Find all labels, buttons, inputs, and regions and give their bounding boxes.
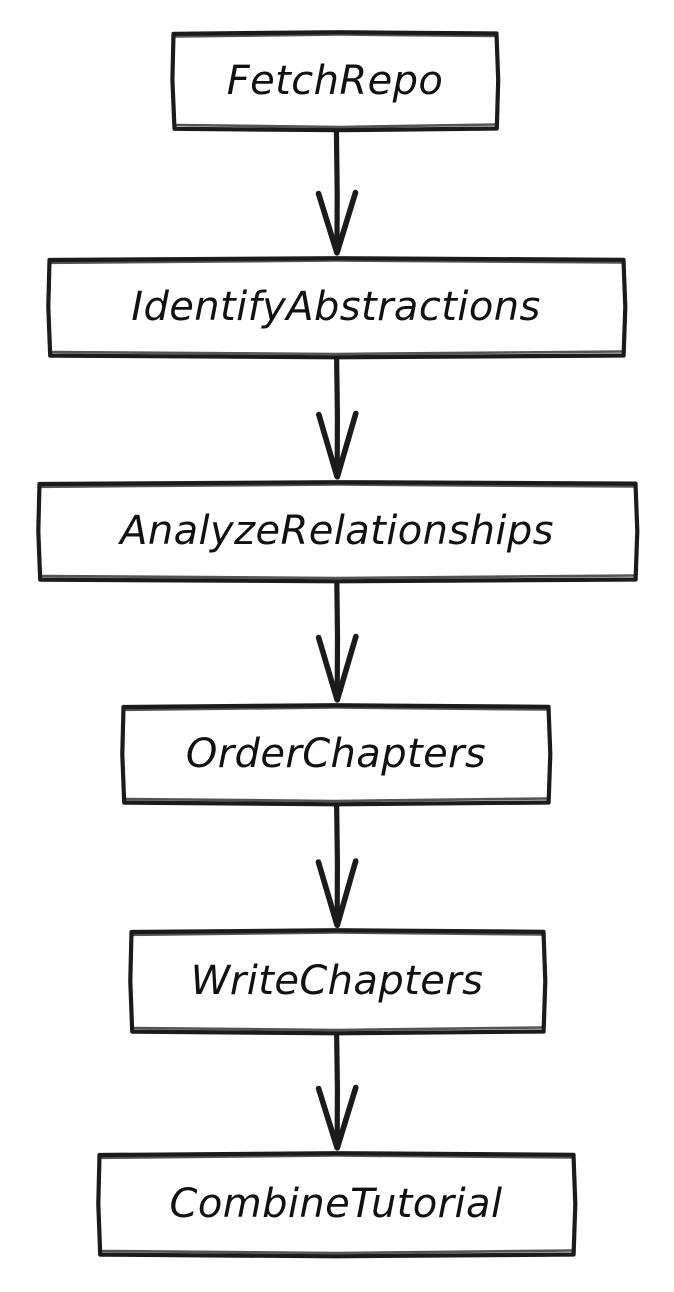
node-order-chapters[interactable]: OrderChapters [120, 703, 553, 807]
node-label: FetchRepo [227, 58, 444, 104]
node-outline-sketch [124, 706, 549, 803]
edge-group [315, 127, 359, 1151]
arrowhead-icon [315, 633, 359, 703]
node-identify-abstractions[interactable]: IdentifyAbstractions [46, 256, 628, 360]
node-label: AnalyzeRelationships [117, 508, 554, 554]
edge-line [334, 577, 341, 697]
node-outline [36, 480, 640, 584]
edge-line [333, 127, 340, 250]
node-outline [128, 928, 548, 1036]
node-outline-sketch [50, 259, 624, 356]
node-outline-sketch [40, 483, 636, 580]
node-outline [120, 703, 553, 807]
arrowhead-icon [315, 858, 359, 929]
edge-fetch-repo-to-identify-abstractions [315, 127, 359, 256]
arrowhead-icon [315, 189, 359, 256]
edge-identify-abstractions-to-analyze-relationships [316, 354, 359, 480]
node-analyze-relationships[interactable]: AnalyzeRelationships [36, 480, 640, 584]
node-label: CombineTutorial [170, 1181, 503, 1227]
node-combine-tutorial[interactable]: CombineTutorial [96, 1151, 578, 1259]
node-outline [96, 1151, 578, 1259]
node-outline [46, 256, 628, 360]
edge-line [334, 800, 340, 923]
node-outline-sketch [174, 33, 497, 129]
node-label: IdentifyAbstractions [131, 284, 540, 330]
node-fetch-repo[interactable]: FetchRepo [170, 30, 501, 133]
edge-order-chapters-to-write-chapters [315, 800, 359, 929]
arrowhead-icon [315, 1084, 359, 1151]
node-outline-sketch [100, 1154, 574, 1255]
edge-write-chapters-to-combine-tutorial [315, 1029, 359, 1151]
edge-line [334, 354, 340, 474]
node-label: WriteChapters [191, 958, 484, 1004]
node-outline-sketch [132, 931, 544, 1032]
node-label: OrderChapters [186, 731, 486, 777]
node-group: FetchRepo IdentifyAbstractions AnalyzeRe… [36, 30, 640, 1259]
edge-analyze-relationships-to-order-chapters [315, 577, 359, 703]
node-write-chapters[interactable]: WriteChapters [128, 928, 548, 1036]
node-outline [170, 30, 501, 133]
arrowhead-icon [316, 410, 359, 480]
edge-line [334, 1029, 340, 1145]
